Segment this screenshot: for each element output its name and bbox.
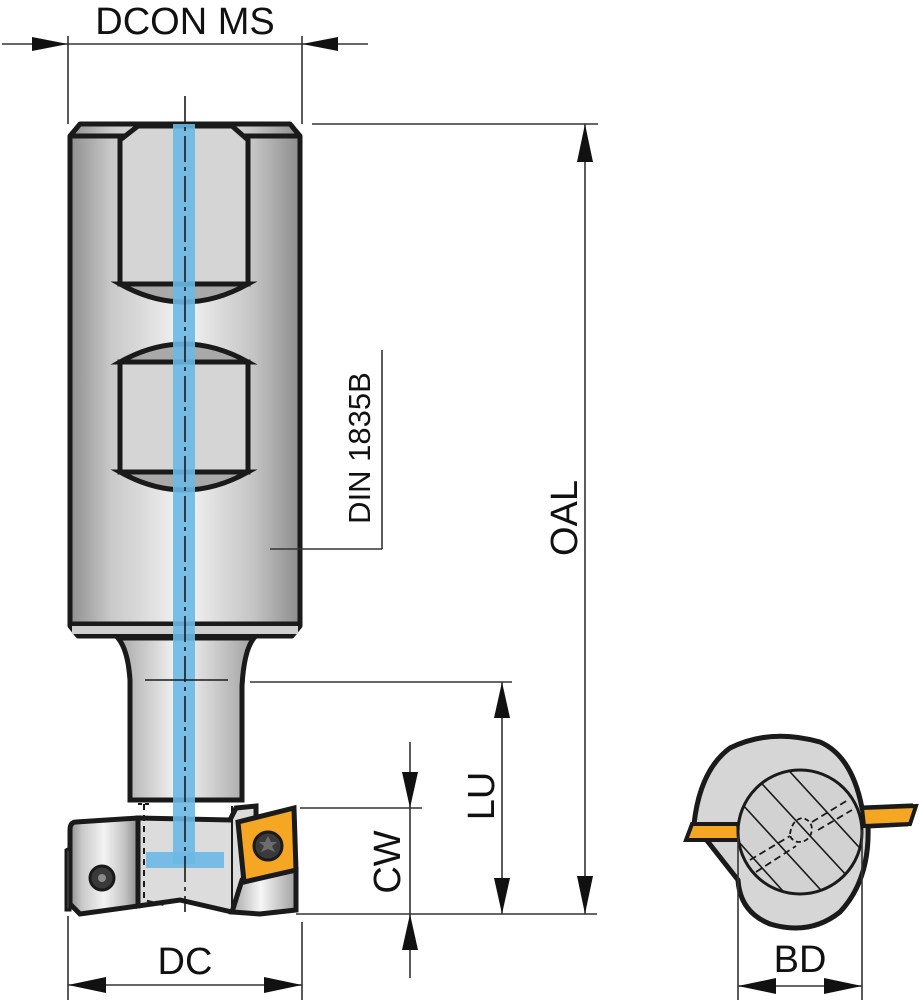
dim-oal: OAL <box>312 123 598 914</box>
dc-label: DC <box>158 941 213 983</box>
din-annotation: DIN 1835B <box>270 350 383 550</box>
dim-lu: LU <box>250 681 512 914</box>
dim-dcon-ms: DCON MS <box>2 1 368 124</box>
bd-label: BD <box>774 939 827 981</box>
din-1835b-label: DIN 1835B <box>342 372 377 524</box>
dim-bd: BD <box>737 830 863 1000</box>
dcon-ms-label: DCON MS <box>95 1 274 43</box>
bore-circle <box>736 768 864 896</box>
cross-section-view <box>683 733 919 931</box>
dim-dc: DC <box>67 916 303 1000</box>
cutting-insert <box>235 804 299 886</box>
cw-label: CW <box>367 830 409 893</box>
oal-label: OAL <box>544 480 586 556</box>
lu-label: LU <box>461 772 503 821</box>
dim-cw: CW <box>300 742 422 978</box>
